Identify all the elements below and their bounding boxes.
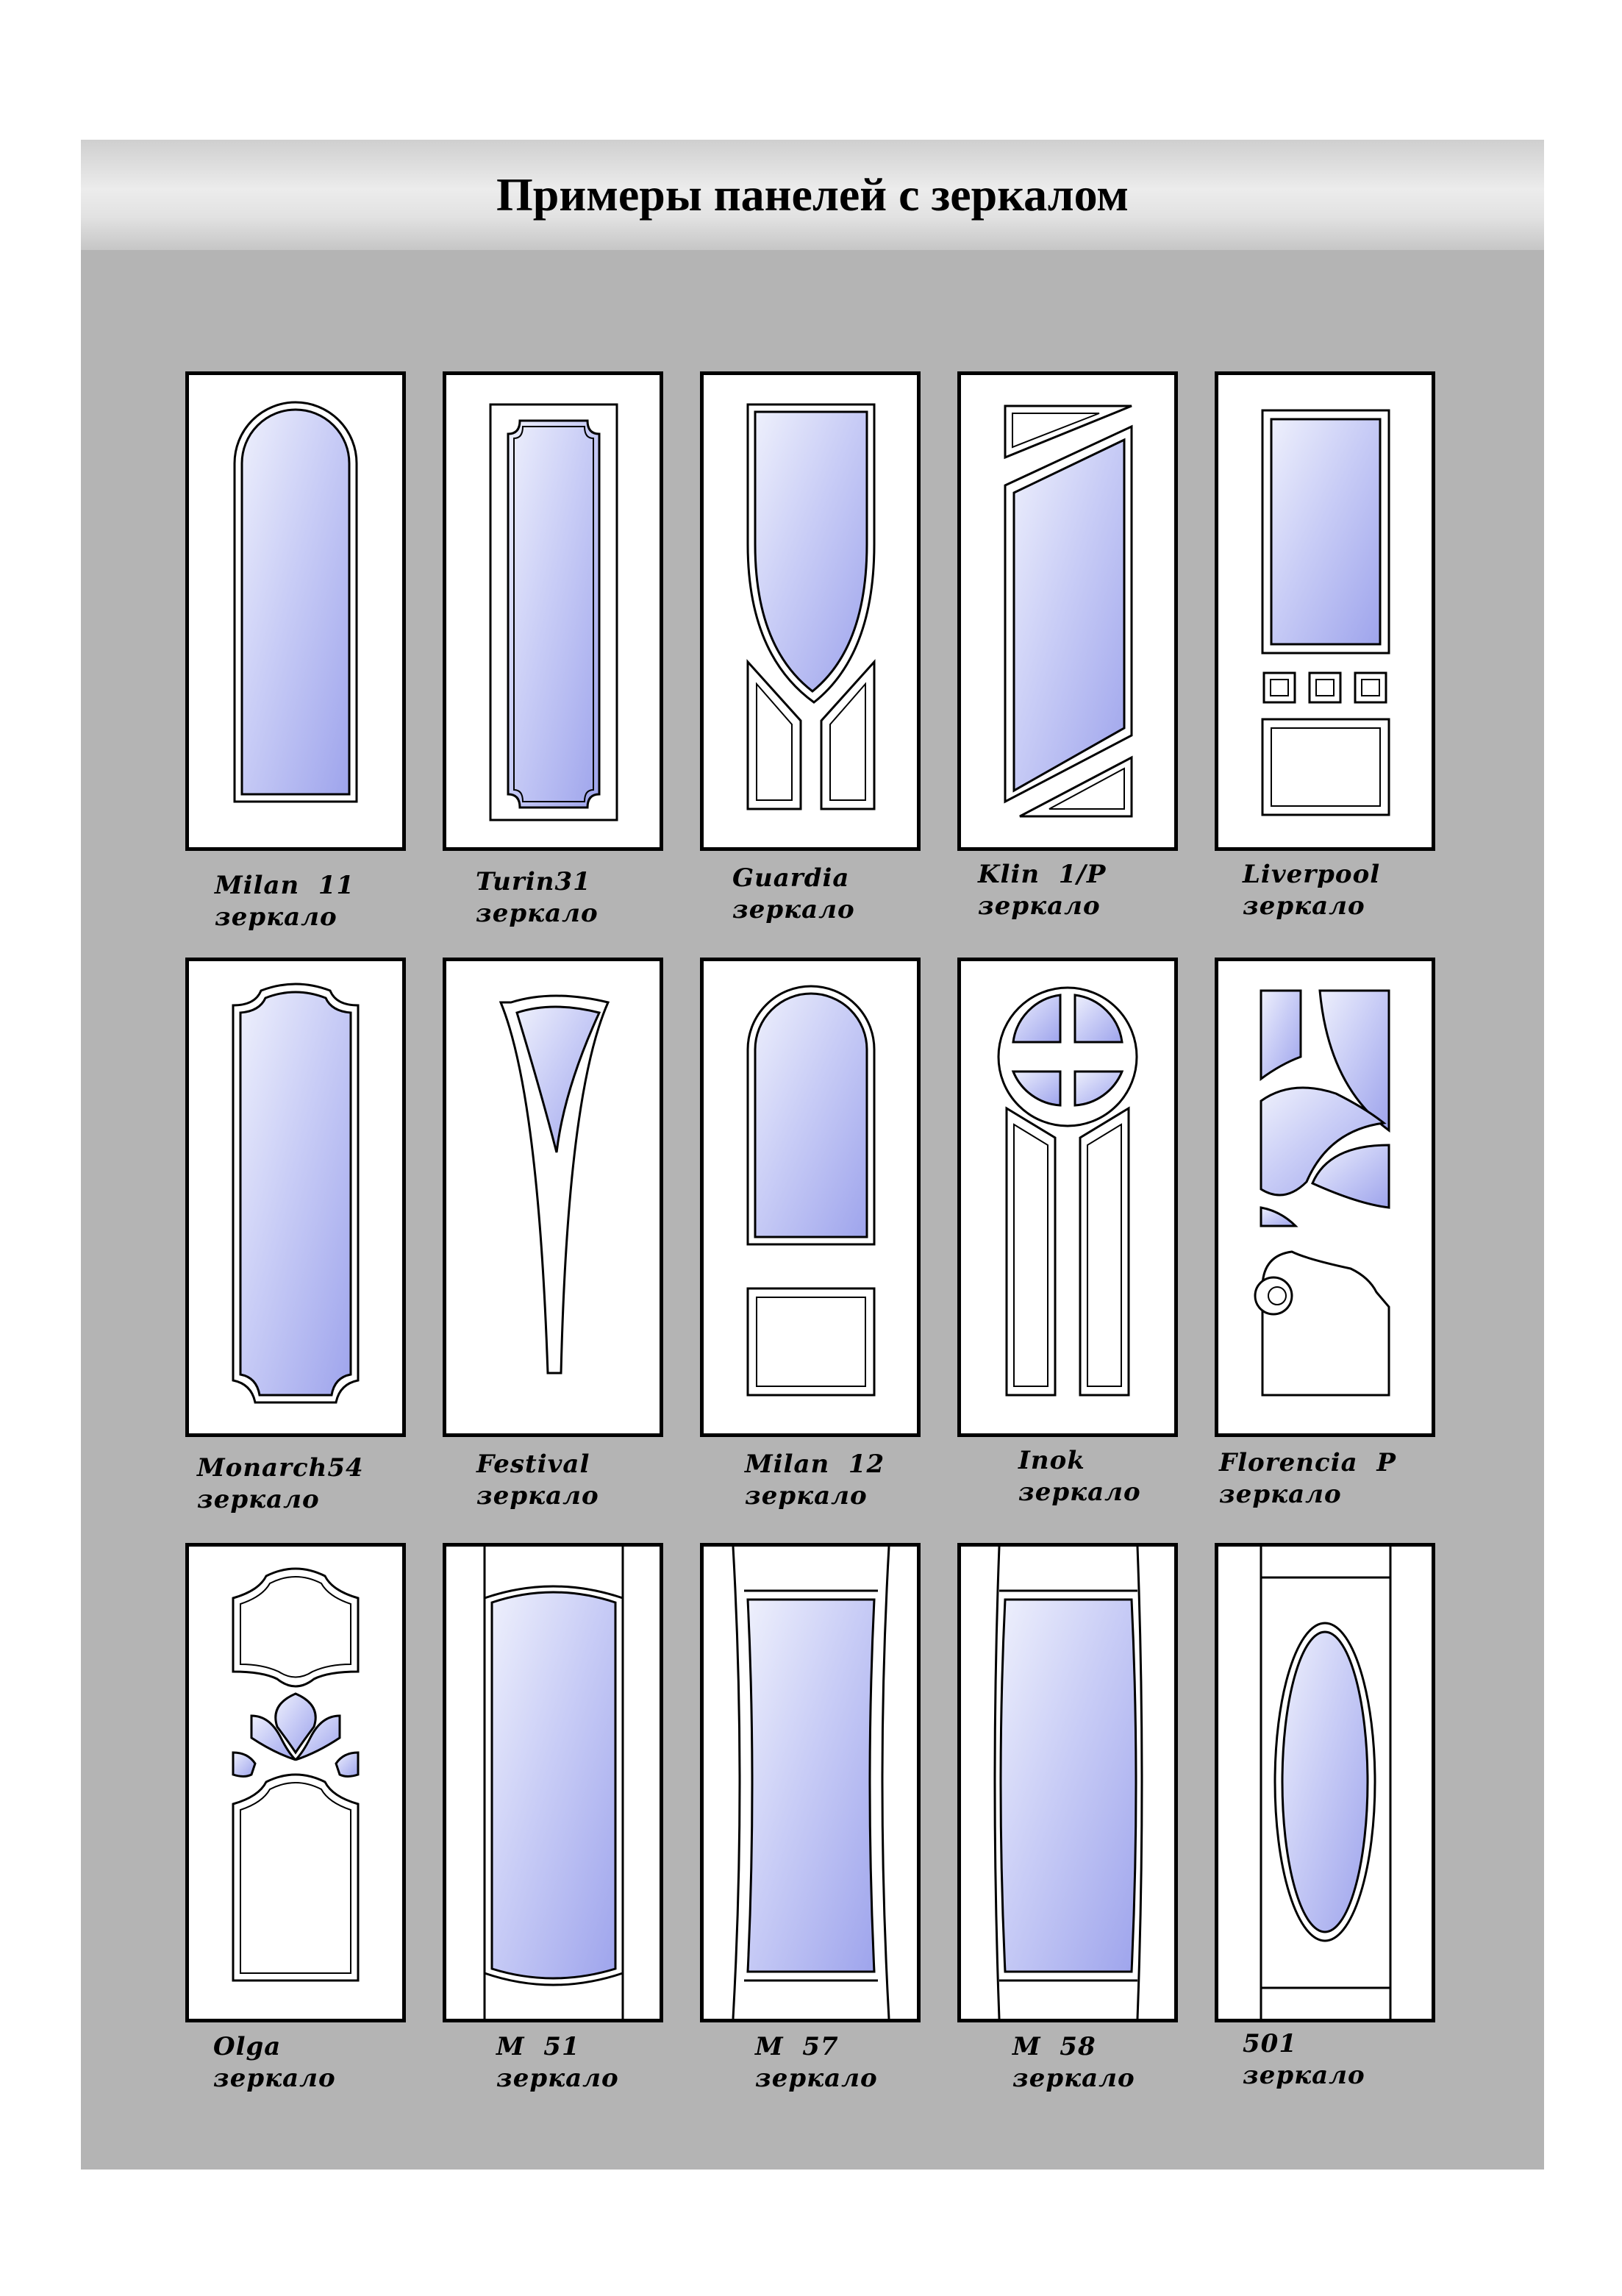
model-name: M 58 (1012, 2032, 1096, 2061)
panel-label: Inok зеркало (1018, 1445, 1141, 1508)
panel-drawing (993, 1547, 1143, 2019)
panel-label: Milan 12 зеркало (745, 1449, 885, 1512)
model-type: зеркало (755, 2064, 878, 2093)
panel-guardia (700, 371, 921, 851)
panel-milan-12 (700, 958, 921, 1437)
panel-label: M 58 зеркало (1012, 2031, 1135, 2094)
panel-festival (443, 958, 663, 1437)
model-type: зеркало (213, 2064, 336, 2093)
panel-florencia-p (1215, 958, 1435, 1437)
model-name: M 57 (755, 2032, 839, 2061)
model-type: зеркало (1243, 891, 1365, 921)
panel-label: Olga зеркало (213, 2031, 336, 2094)
panel-drawing (1261, 409, 1390, 816)
model-name: Milan 11 (215, 871, 355, 900)
panel-klin-1p (957, 371, 1178, 851)
model-name: Guardia (732, 863, 850, 893)
model-name: Florencia P (1219, 1448, 1396, 1477)
model-type: зеркало (197, 1485, 320, 1514)
panel-label: Guardia зеркало (732, 863, 855, 926)
panel-label: 501 зеркало (1243, 2028, 1365, 2092)
panel-drawing (997, 986, 1138, 1397)
model-name: M 51 (496, 2032, 580, 2061)
panel-label: M 51 зеркало (496, 2031, 619, 2094)
panel-monarch-54 (185, 958, 406, 1437)
model-type: зеркало (476, 899, 599, 928)
panel-turin-31 (443, 371, 663, 851)
panel-label: Liverpool зеркало (1243, 859, 1380, 922)
panel-label: Monarch54 зеркало (197, 1452, 364, 1516)
panel-liverpool (1215, 371, 1435, 851)
panel-label: Klin 1/P зеркало (978, 859, 1106, 922)
panel-milan-11 (185, 371, 406, 851)
model-name: 501 (1243, 2029, 1297, 2058)
panel-drawing (746, 985, 876, 1397)
model-type: зеркало (215, 902, 337, 932)
panel-drawing (746, 403, 876, 810)
page-title: Примеры панелей с зеркалом (496, 168, 1129, 221)
model-type: зеркало (1219, 1480, 1342, 1509)
panel-drawing (1260, 1547, 1392, 2019)
panel-m-57 (700, 1543, 921, 2022)
panel-drawing (1004, 404, 1133, 818)
model-type: зеркало (476, 1481, 599, 1511)
model-name: Inok (1018, 1446, 1085, 1475)
model-type: зеркало (496, 2064, 619, 2093)
panel-m-58 (957, 1543, 1178, 2022)
model-type: зеркало (1018, 1477, 1141, 1507)
panel-drawing (489, 403, 618, 821)
panel-drawing (232, 1567, 360, 1982)
panel-olga (185, 1543, 406, 2022)
panel-drawing (1254, 989, 1390, 1397)
title-band: Примеры панелей с зеркалом (81, 140, 1544, 250)
panel-drawing (483, 1547, 624, 2019)
panel-drawing (499, 994, 610, 1375)
model-name: Klin 1/P (978, 860, 1107, 889)
panel-501 (1215, 1543, 1435, 2022)
panel-label: M 57 зеркало (755, 2031, 878, 2094)
panel-inok (957, 958, 1178, 1437)
model-type: зеркало (1012, 2064, 1135, 2093)
panel-drawing (732, 1547, 890, 2019)
model-name: Monarch54 (197, 1453, 364, 1483)
model-type: зеркало (745, 1481, 868, 1511)
model-name: Olga (213, 2032, 282, 2061)
panel-drawing (233, 401, 358, 803)
model-type: зеркало (732, 895, 855, 924)
model-name: Turin31 (476, 867, 591, 896)
panel-m-51 (443, 1543, 663, 2022)
model-name: Liverpool (1243, 860, 1381, 889)
panel-label: Florencia P зеркало (1219, 1447, 1396, 1511)
panel-label: Turin31 зеркало (476, 866, 599, 930)
model-type: зеркало (1243, 2061, 1365, 2090)
model-type: зеркало (978, 891, 1101, 921)
panel-label: Milan 11 зеркало (215, 870, 354, 933)
panel-label: Festival зеркало (476, 1449, 599, 1512)
panel-drawing (232, 983, 360, 1404)
model-name: Milan 12 (745, 1450, 885, 1479)
model-name: Festival (476, 1450, 590, 1479)
